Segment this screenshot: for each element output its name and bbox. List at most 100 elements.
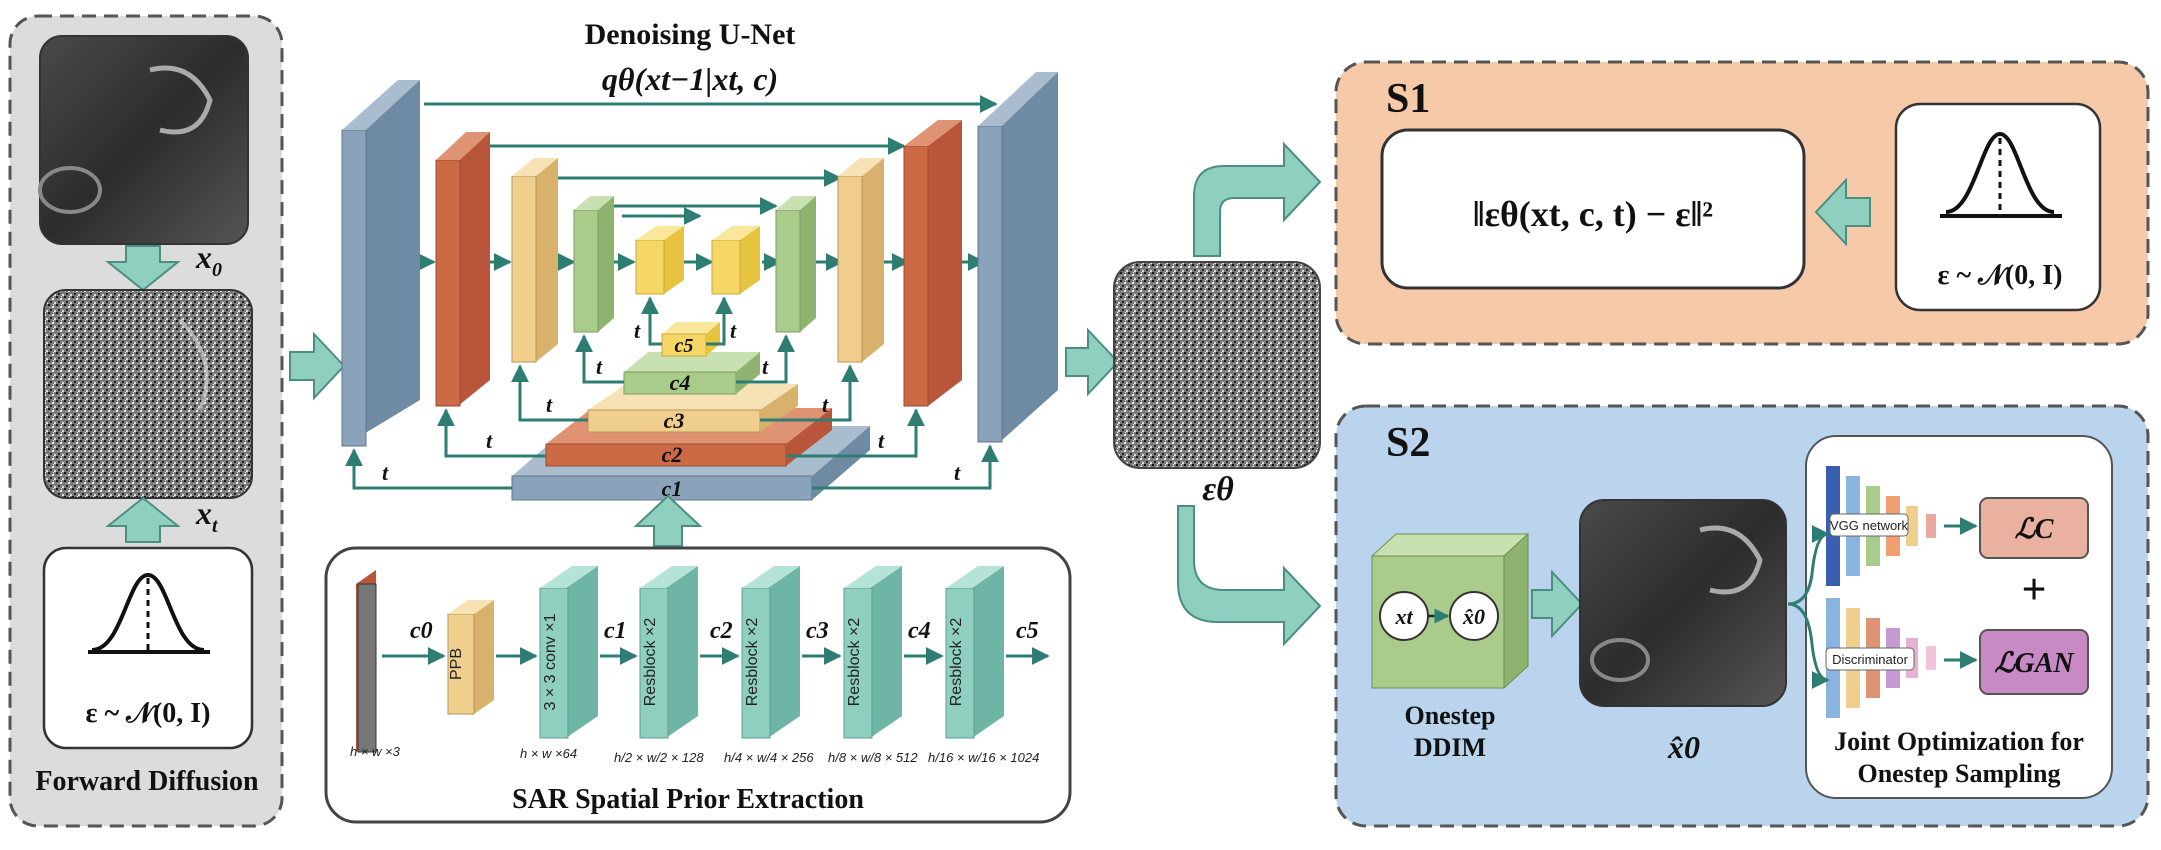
arrow-into-unet <box>289 331 346 401</box>
up-arrow <box>105 496 181 543</box>
resblock-2: Resblock ×2 <box>741 566 800 739</box>
svg-text:Discriminator: Discriminator <box>1832 652 1909 667</box>
onestep-ddim-cube: xt x̂0 <box>1370 532 1530 690</box>
svg-text:t: t <box>762 354 769 379</box>
plus-sign: + <box>2021 565 2046 614</box>
s1-loss-box: ‖εθ(xt, c, t) − ε‖² <box>1380 128 1806 290</box>
svg-text:c2: c2 <box>662 442 683 467</box>
unet-block-enc4 <box>573 196 614 333</box>
extraction-title: SAR Spatial Prior Extraction <box>512 784 864 815</box>
unet-title: Denoising U-Net <box>585 18 796 51</box>
gaussian-noise-box: ε ~ 𝒩(0, I) <box>42 546 254 750</box>
condition-c3: c3 <box>587 384 798 433</box>
svg-text:c4: c4 <box>908 618 931 644</box>
predicted-noise-image <box>1113 261 1321 469</box>
svg-text:t: t <box>486 428 493 453</box>
svg-text:h × w ×64: h × w ×64 <box>520 746 577 761</box>
svg-text:c4: c4 <box>670 370 691 395</box>
svg-text:t: t <box>546 392 553 417</box>
svg-text:PPB: PPB <box>448 648 465 680</box>
svg-text:c1: c1 <box>604 618 627 644</box>
loss-c-box: ℒC <box>1979 497 2089 559</box>
eps-theta-label: εθ <box>1202 471 1234 508</box>
svg-text:Resblock ×2: Resblock ×2 <box>744 618 761 707</box>
svg-text:h/4 × w/4 × 256: h/4 × w/4 × 256 <box>724 750 814 765</box>
condition-c5: c5 <box>661 322 720 357</box>
svg-text:Resblock ×2: Resblock ×2 <box>846 618 863 707</box>
svg-text:t: t <box>382 460 389 485</box>
unet-block-enc1 <box>341 80 420 447</box>
svg-text:xt: xt <box>1394 604 1413 629</box>
arrow-ddim-to-output <box>1531 569 1584 639</box>
ppb-block: PPB <box>447 600 494 715</box>
ddim-label-2: DDIM <box>1414 733 1486 762</box>
svg-text:h/2 × w/2 × 128: h/2 × w/2 × 128 <box>614 750 704 765</box>
svg-text:c3: c3 <box>806 618 829 644</box>
down-arrow <box>105 245 181 292</box>
noisy-image-xt <box>43 289 253 499</box>
svg-text:Resblock ×2: Resblock ×2 <box>948 618 965 707</box>
svg-text:c3: c3 <box>664 408 685 433</box>
arrow-noise-to-loss <box>1814 177 1871 247</box>
svg-text:c1: c1 <box>662 476 683 501</box>
svg-text:VGG network: VGG network <box>1830 518 1909 533</box>
svg-text:c5: c5 <box>675 335 694 357</box>
x0hat-label: x̂0 <box>1667 729 1700 765</box>
joint-optimization-box: VGG network Discriminator ℒC + <box>1805 435 2113 799</box>
svg-text:c2: c2 <box>710 618 733 644</box>
svg-text:ε ~ 𝒩(0, I): ε ~ 𝒩(0, I) <box>1938 260 2063 291</box>
clean-image-x0 <box>38 35 249 245</box>
ddim-label-1: Onestep <box>1405 701 1496 730</box>
arrow-unet-to-noise <box>1065 327 1120 397</box>
x0-label: x0 <box>195 239 222 281</box>
svg-text:ε ~ 𝒩(0, I): ε ~ 𝒩(0, I) <box>86 698 211 729</box>
sar-prior-extraction-panel: h × w ×3 PPB 3 × 3 conv ×1 Resblock ×2 R… <box>324 546 1072 824</box>
unet-block-enc2 <box>435 132 490 407</box>
unet: Denoising U-Net qθ(xt−1|xt, c) <box>341 18 1058 501</box>
condition-c4: c4 <box>623 352 760 395</box>
svg-text:h × w ×3: h × w ×3 <box>350 744 401 759</box>
svg-text:ℒC: ℒC <box>2015 514 2054 545</box>
svg-text:x̂0: x̂0 <box>1462 604 1485 629</box>
unet-formula: qθ(xt−1|xt, c) <box>602 61 778 97</box>
s2-panel: S2 xt x̂0 Onestep DDIM x̂0 <box>1334 404 2150 828</box>
s1-panel: S1 ‖εθ(xt, c, t) − ε‖² ε ~ 𝒩(0, I) <box>1334 60 2150 346</box>
arrow-to-s2 <box>1177 505 1322 647</box>
resblock-4: Resblock ×2 <box>945 566 1004 739</box>
svg-text:t: t <box>822 392 829 417</box>
svg-text:t: t <box>878 428 885 453</box>
svg-text:Resblock ×2: Resblock ×2 <box>642 618 659 707</box>
unet-block-dec2 <box>903 120 962 407</box>
resblock-1: Resblock ×2 <box>639 566 698 739</box>
forward-diffusion-title: Forward Diffusion <box>35 766 259 797</box>
svg-text:t: t <box>730 318 737 343</box>
conv-block: 3 × 3 conv ×1 <box>539 566 598 739</box>
joint-label-2: Onestep Sampling <box>1858 759 2061 788</box>
vgg-network: VGG network <box>1826 466 1936 586</box>
arrow-extraction-to-unet <box>633 494 703 547</box>
unet-block-bottleneck1 <box>635 226 684 295</box>
joint-label-1: Joint Optimization for <box>1834 727 2084 756</box>
svg-text:ℒGAN: ℒGAN <box>1994 648 2075 679</box>
sar-input-image <box>356 570 377 753</box>
svg-text:3 × 3 conv ×1: 3 × 3 conv ×1 <box>542 613 559 710</box>
unet-block-dec4 <box>775 196 816 333</box>
s2-title: S2 <box>1386 420 1430 466</box>
unet-block-bottleneck2 <box>711 226 760 295</box>
onestep-output-image <box>1579 499 1787 707</box>
unet-block-enc3 <box>511 158 558 363</box>
svg-text:c0: c0 <box>410 618 433 644</box>
s1-gaussian-box: ε ~ 𝒩(0, I) <box>1894 102 2102 312</box>
svg-text:h/8 × w/8 × 512: h/8 × w/8 × 512 <box>828 750 918 765</box>
svg-text:t: t <box>596 354 603 379</box>
arrow-to-s1 <box>1193 141 1322 257</box>
loss-gan-box: ℒGAN <box>1979 629 2089 695</box>
unet-block-dec3 <box>837 158 884 363</box>
resblock-3: Resblock ×2 <box>843 566 902 739</box>
svg-text:h/16 × w/16 × 1024: h/16 × w/16 × 1024 <box>928 750 1039 765</box>
svg-text:c5: c5 <box>1016 618 1039 644</box>
unet-block-dec1 <box>977 72 1058 443</box>
s1-title: S1 <box>1386 76 1430 122</box>
forward-diffusion-panel: x0 xt ε ~ 𝒩(0, I) Forward Diffusion <box>8 14 284 828</box>
